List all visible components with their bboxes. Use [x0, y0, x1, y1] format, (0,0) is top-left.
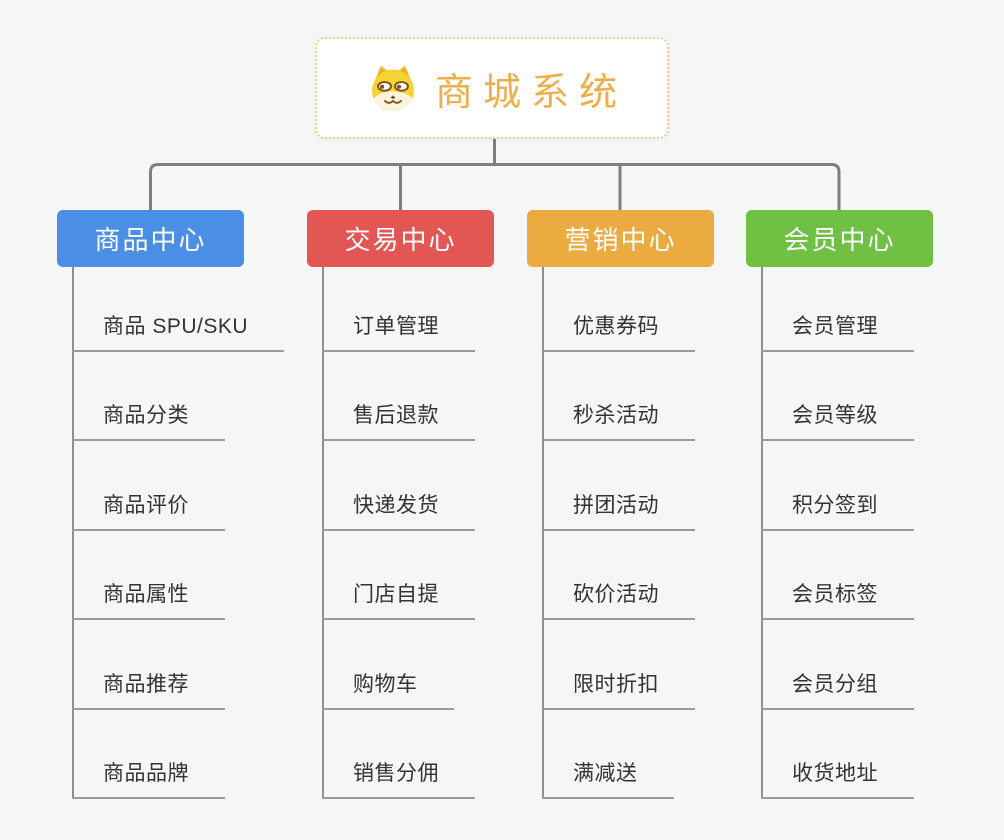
root-title: 商城系统 [434, 71, 627, 114]
leaf-item[interactable]: 积分签到 [761, 491, 914, 531]
leaf-item[interactable]: 秒杀活动 [542, 401, 695, 441]
leaf-item[interactable]: 收货地址 [761, 759, 914, 799]
leaf-item[interactable]: 满减送 [542, 759, 674, 799]
leaf-item[interactable]: 商品评价 [72, 491, 225, 531]
leaf-item[interactable]: 快递发货 [322, 491, 475, 531]
leaf-item[interactable]: 销售分佣 [322, 759, 475, 799]
leaf-item[interactable]: 商品 SPU/SKU [72, 312, 285, 352]
branch-connector-line [322, 267, 324, 799]
leaf-item[interactable]: 商品推荐 [72, 670, 225, 710]
leaf-item[interactable]: 商品品牌 [72, 759, 225, 799]
leaf-item[interactable]: 会员管理 [761, 312, 914, 352]
branch-header-trade-center[interactable]: 交易中心 [307, 210, 494, 267]
leaf-item[interactable]: 限时折扣 [542, 670, 695, 710]
leaf-item[interactable]: 会员等级 [761, 401, 914, 441]
leaf-item[interactable]: 会员分组 [761, 670, 914, 710]
leaf-item[interactable]: 购物车 [322, 670, 454, 710]
leaf-item[interactable]: 售后退款 [322, 401, 475, 441]
leaf-item[interactable]: 会员标签 [761, 580, 914, 620]
branch-connector-line [72, 267, 74, 799]
leaf-item[interactable]: 商品属性 [72, 580, 225, 620]
leaf-item[interactable]: 拼团活动 [542, 491, 695, 531]
branch-connector-line [542, 267, 544, 799]
leaf-item[interactable]: 订单管理 [322, 312, 475, 352]
branch-header-member-center[interactable]: 会员中心 [746, 210, 933, 267]
leaf-item[interactable]: 砍价活动 [542, 580, 695, 620]
branch-connector-line [761, 267, 763, 799]
root-node[interactable]: 商城系统 [315, 37, 669, 139]
branch-header-marketing-center[interactable]: 营销中心 [527, 210, 714, 267]
leaf-item[interactable]: 优惠券码 [542, 312, 695, 352]
branch-header-product-center[interactable]: 商品中心 [57, 210, 244, 267]
branch-marketing-center: 营销中心优惠券码秒杀活动拼团活动砍价活动限时折扣满减送 [527, 210, 777, 810]
doge-icon [367, 63, 419, 113]
branch-trade-center: 交易中心订单管理售后退款快递发货门店自提购物车销售分佣 [307, 210, 557, 810]
branch-product-center: 商品中心商品 SPU/SKU 商品分类商品评价商品属性商品推荐商品品牌 [57, 210, 307, 810]
branch-member-center: 会员中心会员管理会员等级积分签到会员标签会员分组收货地址 [746, 210, 996, 810]
leaf-item[interactable]: 商品分类 [72, 401, 225, 441]
leaf-item[interactable]: 门店自提 [322, 580, 475, 620]
